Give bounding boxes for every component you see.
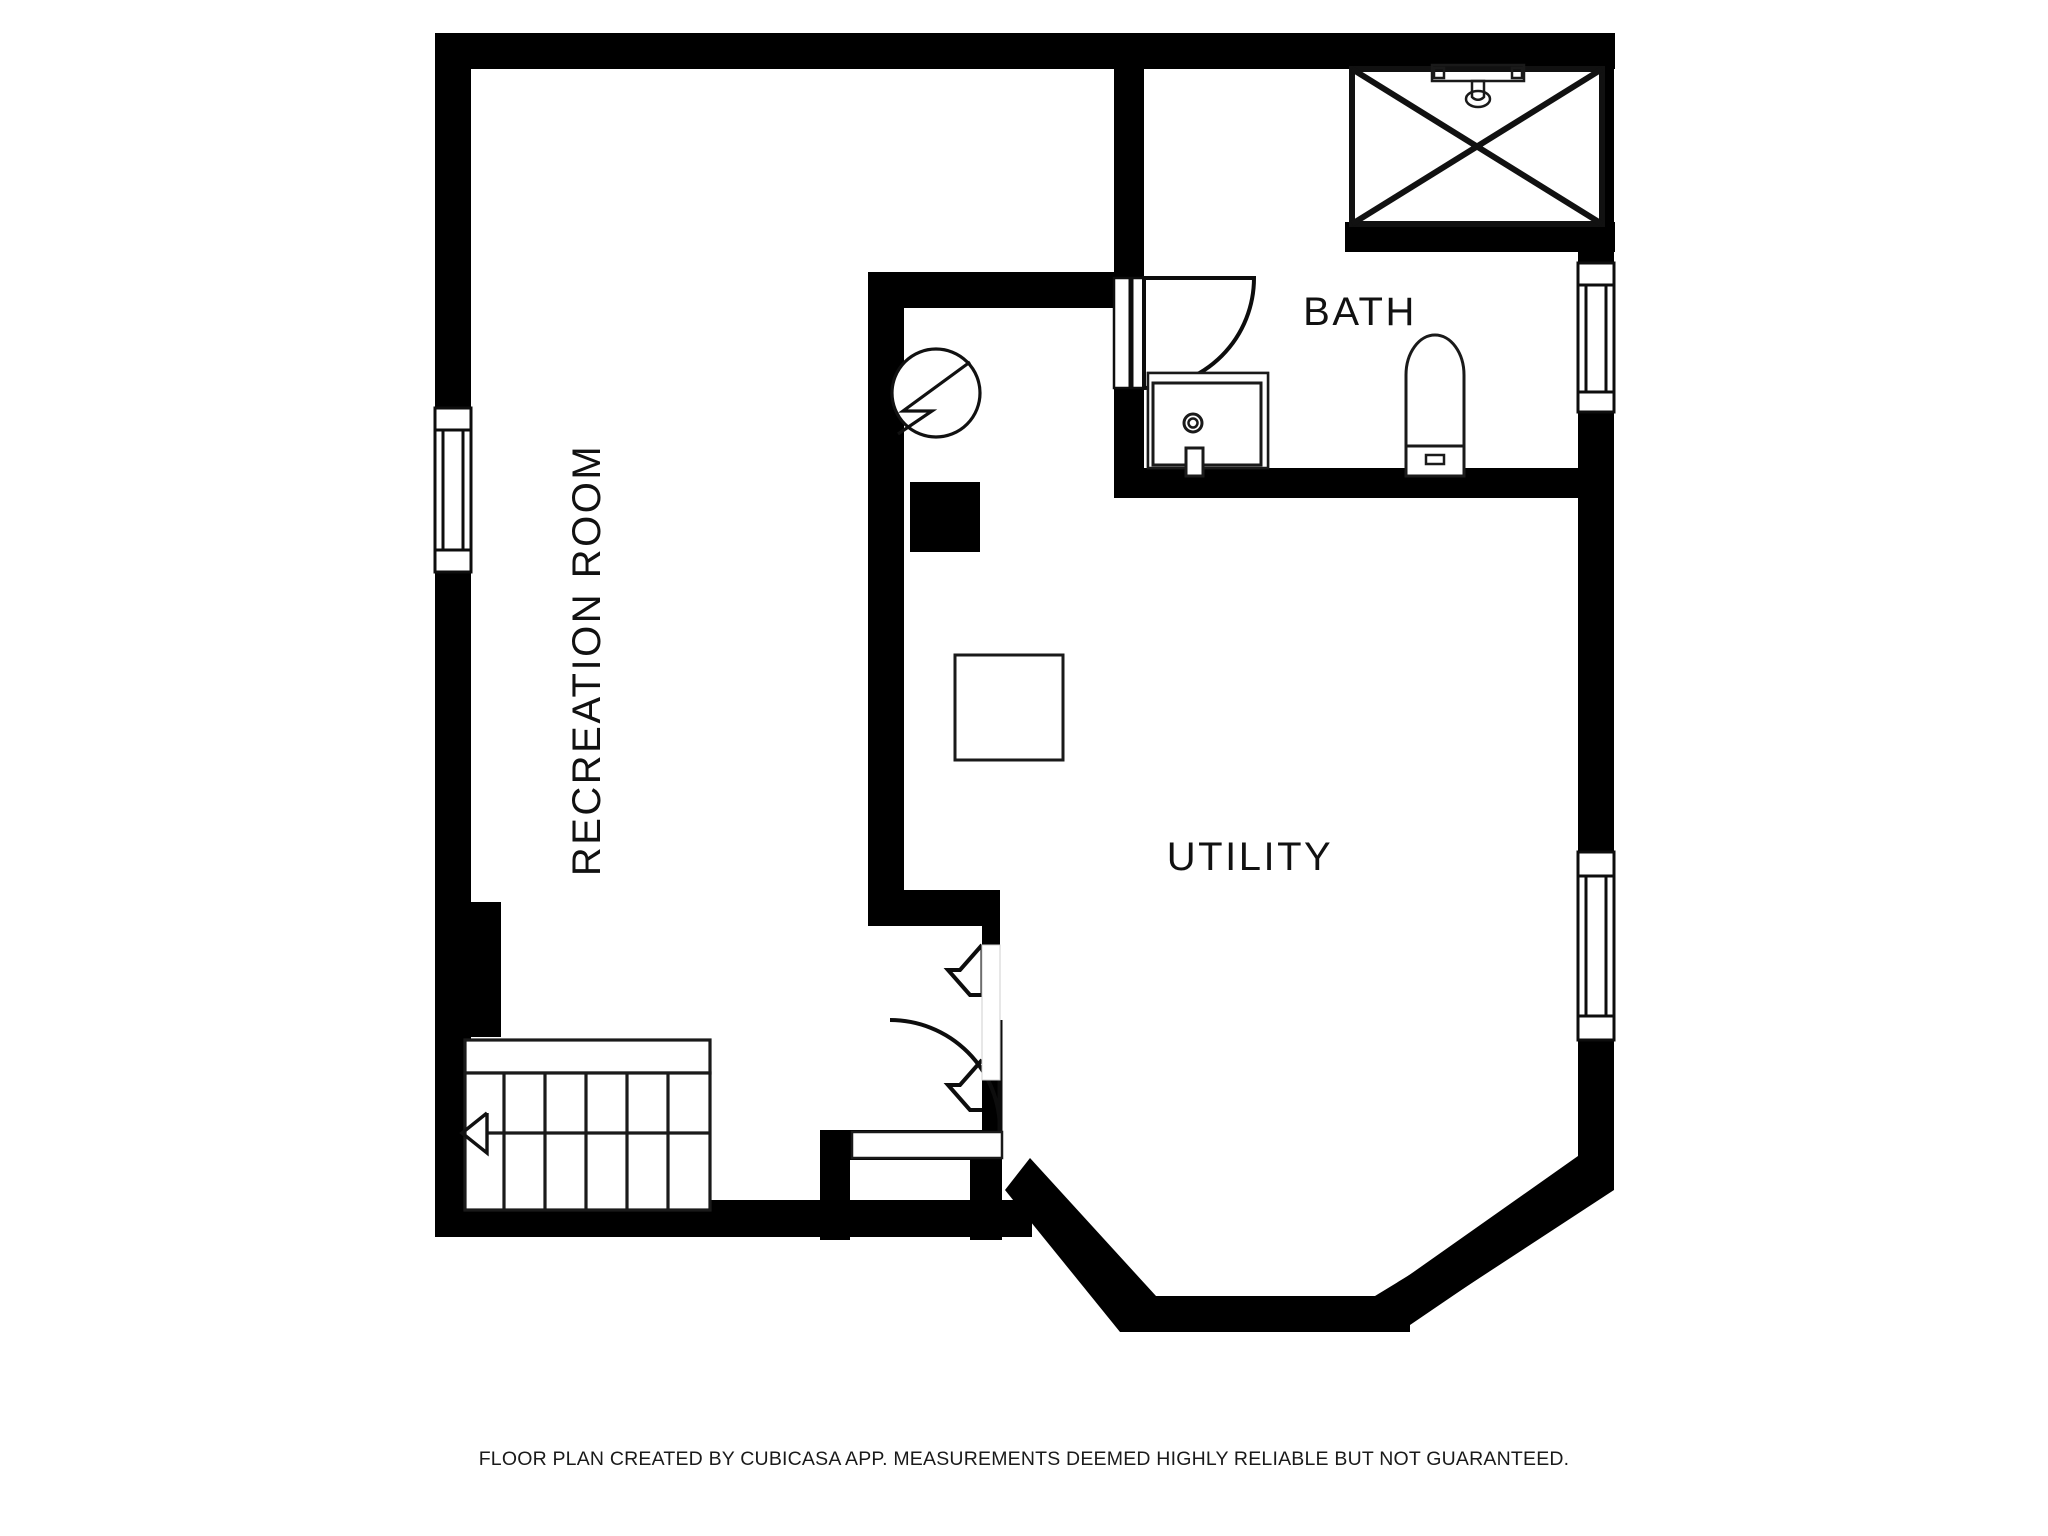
exterior-wall-east-mid — [1578, 412, 1614, 852]
toilet — [1404, 333, 1466, 478]
electrical-panel-symbol — [890, 347, 982, 439]
wall-break-symbol-upper — [943, 943, 984, 997]
room-label-recreation-room: RECREATION ROOM — [565, 444, 609, 876]
exterior-wall-south-bay — [1120, 1296, 1410, 1332]
exterior-wall-south-step — [850, 1200, 1032, 1237]
bath-door — [1112, 276, 1257, 391]
interior-wall-bath-south — [1114, 468, 1580, 498]
water-heater — [910, 482, 980, 552]
exterior-wall-west-jog — [435, 902, 501, 1037]
window-east-upper — [1576, 261, 1616, 414]
exterior-wall-west-upper — [435, 33, 471, 408]
exterior-wall-sw-angled — [1005, 1158, 1156, 1332]
interior-wall-door-jamb-upper — [982, 890, 1000, 945]
shower-stall — [1349, 66, 1605, 227]
vanity-sink — [1146, 371, 1270, 478]
wall-break-symbol-lower — [943, 1058, 984, 1112]
room-label-utility: UTILITY — [1167, 835, 1333, 879]
staircase — [459, 1038, 712, 1212]
interior-wall-bath-west-upper — [1114, 33, 1144, 278]
sink-faucet — [1184, 446, 1205, 478]
furnace-unit — [953, 653, 1065, 762]
bath-fixture-group — [1146, 63, 1605, 478]
exterior-wall-west-lower — [435, 572, 471, 902]
plan-caption: FLOOR PLAN CREATED BY CUBICASA APP. MEAS… — [478, 1448, 1570, 1470]
interior-wall-rec-utility — [868, 272, 904, 897]
exterior-wall-se-angled — [1375, 1150, 1614, 1330]
room-label-bath: BATH — [1303, 290, 1417, 334]
toilet-flush-button — [1424, 453, 1446, 466]
door-opening-slot — [981, 944, 1001, 1081]
interior-wall-rec-utility-top — [868, 272, 1114, 308]
window-west — [433, 406, 473, 574]
utility-fixture-group — [890, 347, 1065, 762]
shower-head — [1430, 63, 1526, 109]
window-group — [433, 261, 1616, 1042]
interior-wall-rec-utility-bottom — [868, 890, 1000, 926]
window-east-lower — [1576, 850, 1616, 1042]
room-label-group: RECREATION ROOM BATH UTILITY — [565, 290, 1417, 879]
stair-direction-arrow — [459, 1111, 489, 1157]
wall-group — [435, 33, 1615, 1332]
door-group — [850, 276, 1257, 1160]
exterior-wall-north — [435, 33, 1615, 69]
utility-door — [850, 1018, 1004, 1160]
